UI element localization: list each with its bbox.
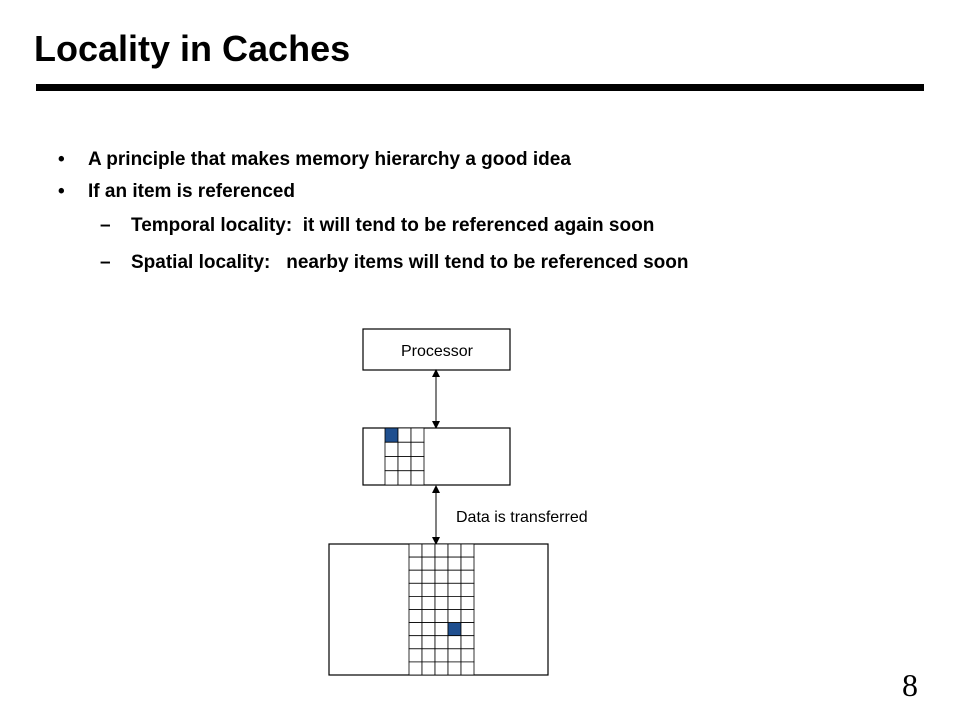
memory-block <box>408 569 423 584</box>
referenced-block <box>384 427 399 443</box>
memory-block <box>384 441 399 457</box>
bullet-text-referenced: If an item is referenced <box>88 181 295 202</box>
memory-block <box>408 609 423 624</box>
memory-block <box>447 556 462 571</box>
memory-block <box>397 441 412 457</box>
memory-block <box>460 569 475 584</box>
memory-block <box>408 596 423 610</box>
memory-block <box>447 609 462 624</box>
memory-block <box>397 456 412 472</box>
page-title: Locality in Caches <box>34 28 351 69</box>
memory-block <box>421 543 436 558</box>
memory-block-grid <box>408 543 475 676</box>
memory-block <box>447 648 462 663</box>
referenced-block <box>447 622 462 637</box>
memory-block <box>434 556 449 571</box>
memory-block <box>447 635 462 650</box>
memory-block <box>447 543 462 558</box>
memory-block <box>460 582 475 597</box>
memory-block <box>460 661 475 676</box>
memory-block <box>410 427 425 443</box>
memory-block <box>410 456 425 472</box>
bullet-marker: • <box>58 149 65 170</box>
memory-block <box>421 609 436 624</box>
memory-block <box>421 648 436 663</box>
memory-block <box>397 470 412 486</box>
memory-block <box>460 556 475 571</box>
title-rule <box>36 84 924 91</box>
bullet-marker: • <box>58 181 65 202</box>
sub-bullet-marker: – <box>100 252 111 273</box>
memory-block <box>434 648 449 663</box>
memory-block <box>447 661 462 676</box>
memory-block <box>434 582 449 597</box>
memory-block <box>434 661 449 676</box>
memory-block <box>410 441 425 457</box>
memory-block <box>460 596 475 610</box>
memory-block <box>434 596 449 610</box>
memory-block <box>460 609 475 624</box>
transfer-label: Data is transferred <box>456 509 588 526</box>
sub-bullet-spatial: Spatial locality: nearby items will tend… <box>131 252 689 273</box>
memory-block <box>447 582 462 597</box>
memory-block <box>408 543 423 558</box>
processor-label: Processor <box>401 343 474 360</box>
memory-block <box>421 622 436 637</box>
memory-block <box>408 661 423 676</box>
page-number: 8 <box>902 667 918 703</box>
memory-block <box>408 648 423 663</box>
memory-block <box>397 427 412 443</box>
memory-block <box>421 596 436 610</box>
memory-block <box>434 569 449 584</box>
memory-block <box>421 556 436 571</box>
memory-block <box>384 456 399 472</box>
bullet-text-principle: A principle that makes memory hierarchy … <box>88 149 571 170</box>
memory-block <box>447 569 462 584</box>
memory-block <box>384 470 399 486</box>
sub-bullet-temporal: Temporal locality: it will tend to be re… <box>131 215 655 236</box>
memory-block <box>460 635 475 650</box>
memory-block <box>434 543 449 558</box>
cache-block-grid <box>384 427 425 486</box>
memory-block <box>447 596 462 610</box>
sub-bullet-marker: – <box>100 215 111 236</box>
memory-block <box>408 556 423 571</box>
memory-block <box>421 569 436 584</box>
memory-block <box>434 609 449 624</box>
memory-block <box>421 635 436 650</box>
memory-block <box>460 543 475 558</box>
memory-block <box>421 582 436 597</box>
memory-block <box>410 470 425 486</box>
memory-block <box>434 622 449 637</box>
processor-box <box>362 328 511 371</box>
memory-block <box>460 648 475 663</box>
memory-block <box>421 661 436 676</box>
memory-block <box>460 622 475 637</box>
memory-block <box>408 635 423 650</box>
memory-block <box>408 622 423 637</box>
memory-block <box>434 635 449 650</box>
memory-block <box>408 582 423 597</box>
